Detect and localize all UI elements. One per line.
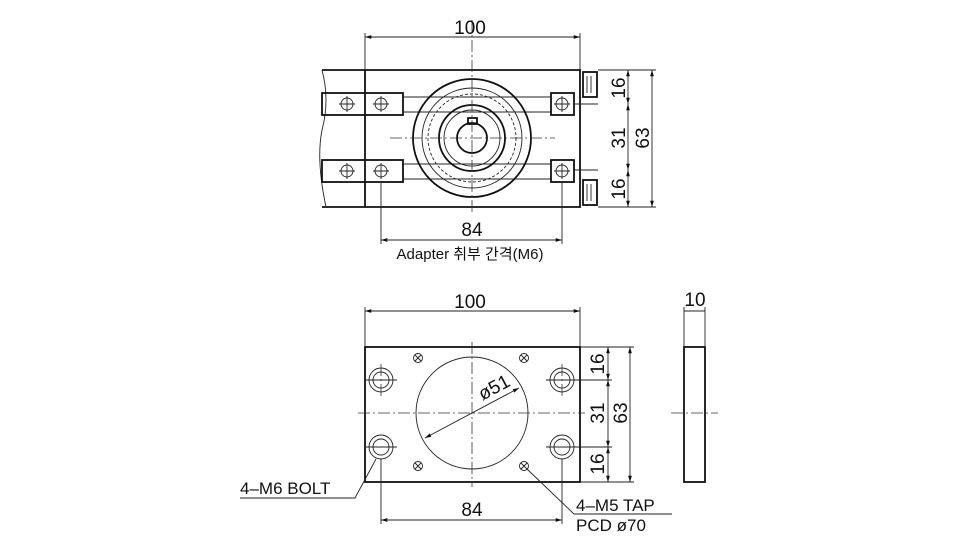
pcd-label: PCD ø70 [576,516,646,535]
plate-outline [364,346,581,483]
lower-rail [321,159,598,183]
upper-rail [321,92,598,116]
plate-dimensions [364,307,634,524]
plate-dim-31: 31 [588,402,609,423]
end-blocks [582,71,598,206]
top-pitch-dim: 84 [461,220,483,241]
plate-dim-16-lower: 16 [588,453,609,474]
bolt-label: 4–M6 BOLT [240,479,330,498]
side-view: 10 [671,290,718,483]
top-width-dim: 100 [454,18,486,39]
break-line [319,69,327,208]
tap-label: 4–M5 TAP [576,496,655,515]
plate-width-dim: 100 [454,292,486,313]
tap-holes [413,353,529,471]
bolt-leader [240,458,377,499]
bore-diameter-label: ø51 [475,371,514,405]
plate-view: 100 16 31 16 63 84 ø51 4–M6 BOLT 4–M5 TA… [240,292,672,535]
top-dim-16-lower: 16 [609,178,630,199]
plate-dim-16-upper: 16 [588,353,609,374]
actuator-body-outline [322,69,581,208]
tap-leader [526,468,672,515]
top-dim-63: 63 [633,127,654,148]
top-dimensions [364,33,656,244]
mounting-holes [339,96,570,179]
plate-side-outline [683,346,706,483]
plate-dim-63: 63 [611,402,632,423]
top-dim-31: 31 [609,127,630,148]
plate-pitch-dim: 84 [461,500,483,521]
adapter-label: Adapter 취부 간격(M6) [397,246,544,263]
top-view: 100 16 31 16 63 84 Adapter 취부 간격(M6) [319,18,656,263]
key-slot [467,117,478,125]
thickness-dim: 10 [684,290,705,311]
top-dim-16-upper: 16 [609,77,630,98]
